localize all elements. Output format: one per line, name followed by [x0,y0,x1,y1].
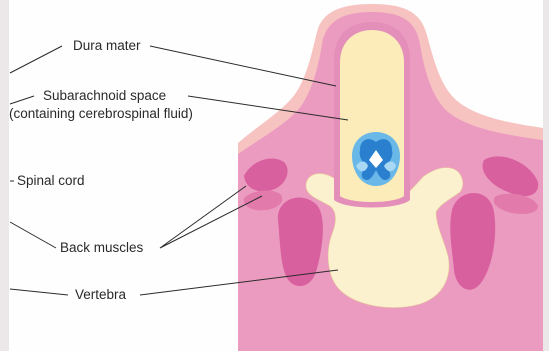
back-muscles-label: Back muscles [60,240,143,255]
vertebra-label: Vertebra [75,287,126,302]
spinal-cord-label: Spinal cord [17,173,85,188]
dura-mater-leader-line [10,46,336,86]
back-muscles-leader-line [10,186,262,248]
subarachnoid-space-note: (containing cerebrospinal fluid) [9,106,193,121]
dura-mater-label: Dura mater [73,38,141,53]
subarachnoid-space-label: Subarachnoid space [43,88,166,103]
